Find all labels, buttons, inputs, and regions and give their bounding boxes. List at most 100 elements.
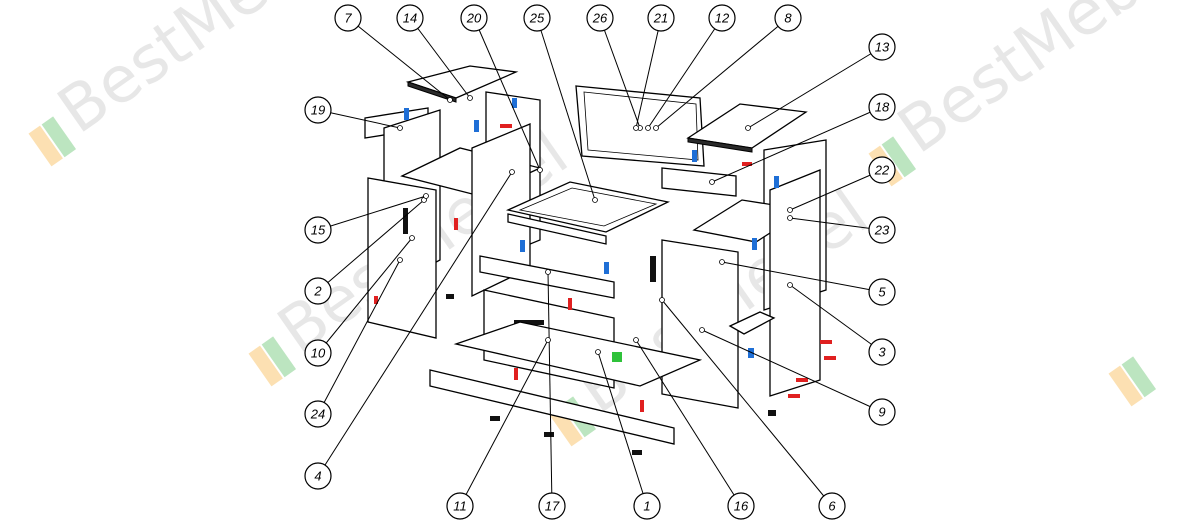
leader-line-18 — [711, 106, 883, 183]
watermark-logo-mark-orange — [1108, 365, 1143, 407]
screw-red — [640, 400, 644, 412]
leader-line-26 — [599, 17, 641, 129]
dowel-blue — [692, 150, 697, 162]
callout-circle — [446, 492, 474, 520]
watermark-logo-mark-orange — [28, 125, 63, 167]
watermark-logo-mark-green — [1121, 356, 1157, 398]
callout-circle — [460, 4, 488, 32]
foot — [768, 410, 776, 416]
plinth — [429, 369, 675, 445]
callout-number: 19 — [311, 103, 325, 118]
callout-number: 24 — [310, 407, 325, 422]
callout-circle — [868, 338, 896, 366]
leader-line-20 — [473, 17, 541, 171]
callout-circle — [334, 4, 362, 32]
leader-anchor-11 — [545, 337, 551, 343]
leader-line-21 — [635, 17, 662, 129]
callout-number: 15 — [311, 223, 326, 238]
callout-number: 4 — [314, 469, 321, 484]
leader-line-4 — [317, 171, 513, 477]
dowel-blue — [474, 120, 479, 132]
watermark-logo-mark-green — [881, 136, 917, 178]
screw-red — [568, 298, 572, 310]
callout-circle — [523, 4, 551, 32]
leader-anchor-8 — [653, 125, 659, 131]
callout-circle — [304, 277, 332, 305]
leader-line-8 — [655, 17, 789, 129]
leader-line-24 — [317, 259, 401, 415]
watermark-brand-text: BestMebel — [885, 0, 1200, 168]
leader-anchor-4 — [509, 169, 515, 175]
leader-anchor-3 — [787, 282, 793, 288]
leader-anchor-17 — [545, 269, 551, 275]
leader-anchor-18 — [709, 179, 715, 185]
watermark-logo-mark-green — [41, 116, 77, 158]
callout-number: 9 — [878, 405, 885, 420]
leader-anchor-16 — [633, 337, 639, 343]
callout-21: 21 — [647, 4, 675, 32]
leader-line-22 — [789, 169, 883, 211]
callout-8: 8 — [774, 4, 802, 32]
callout-circle — [304, 96, 332, 124]
callout-circle — [727, 492, 755, 520]
leader-line-19 — [317, 109, 401, 129]
leader-line-13 — [747, 46, 883, 129]
callout-15: 15 — [304, 216, 332, 244]
callout-circle — [304, 339, 332, 367]
dowel-blue — [520, 240, 525, 252]
leader-anchor-5 — [719, 259, 725, 265]
furniture-parts — [364, 65, 836, 455]
callout-number: 5 — [878, 285, 886, 300]
callout-3: 3 — [868, 338, 896, 366]
leader-anchor-19 — [397, 125, 403, 131]
callout-circle — [868, 278, 896, 306]
leader-anchor-25 — [592, 197, 598, 203]
leader-anchor-9 — [699, 327, 705, 333]
watermark-brand-text: BestMebel — [45, 0, 361, 148]
callout-20: 20 — [460, 4, 488, 32]
callout-17: 17 — [538, 492, 566, 520]
screw-red — [820, 340, 832, 344]
callout-number: 6 — [828, 499, 836, 514]
callout-circle — [868, 156, 896, 184]
leader-anchor-12 — [645, 125, 651, 131]
leader-line-16 — [635, 339, 742, 507]
side-panel-right — [769, 169, 821, 397]
callout-6: 6 — [818, 492, 846, 520]
right-door — [661, 239, 739, 409]
screw-red — [742, 162, 752, 166]
shelf-right-bottom — [728, 311, 776, 335]
dowel-blue — [752, 238, 757, 250]
callout-number: 21 — [653, 11, 668, 26]
leader-anchor-23 — [787, 215, 793, 221]
top-panel-right-edge — [687, 137, 753, 153]
callout-number: 11 — [453, 499, 467, 514]
upper-rail-right — [661, 167, 737, 197]
callout-circle — [304, 400, 332, 428]
leader-anchor-1 — [595, 349, 601, 355]
callout-number: 12 — [715, 11, 730, 26]
callout-number: 8 — [784, 11, 792, 26]
callout-number: 1 — [643, 499, 650, 514]
leader-line-17 — [547, 271, 553, 507]
callout-number: 2 — [313, 284, 322, 299]
callout-7: 7 — [334, 4, 362, 32]
callout-26: 26 — [586, 4, 614, 32]
callout-12: 12 — [708, 4, 736, 32]
leader-anchor-10 — [409, 235, 415, 241]
callout-circle — [538, 492, 566, 520]
watermark-logo — [1108, 356, 1157, 407]
callout-circle — [647, 4, 675, 32]
callout-25: 25 — [523, 4, 551, 32]
leader-anchor-24 — [397, 257, 403, 263]
callout-circle — [304, 462, 332, 490]
glass-frame-front-inner — [518, 187, 658, 227]
dowel-blue — [774, 176, 779, 188]
leader-line-6 — [661, 299, 833, 507]
callout-2: 2 — [304, 277, 332, 305]
callout-number: 10 — [311, 346, 326, 361]
leader-line-3 — [789, 284, 883, 353]
